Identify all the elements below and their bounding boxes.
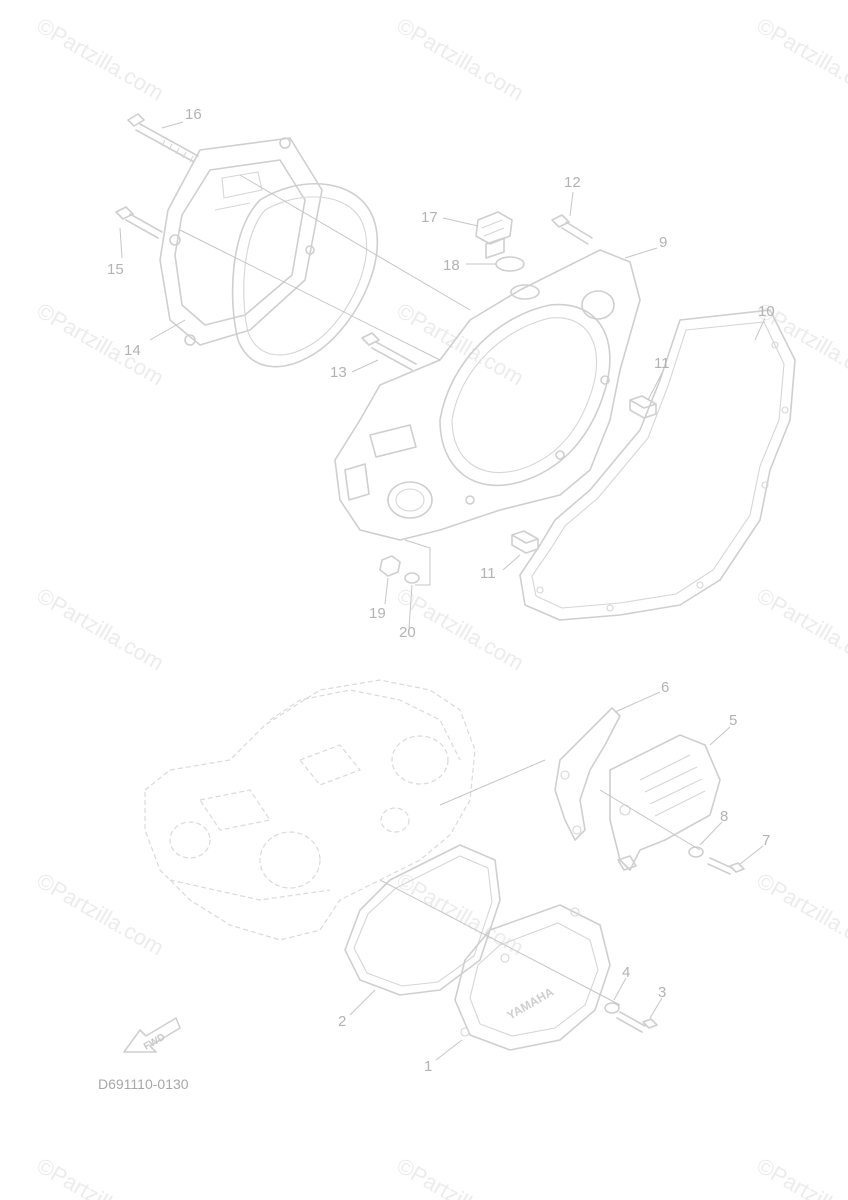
callout-leaders bbox=[119, 121, 766, 1061]
part-13-bolt bbox=[361, 332, 417, 371]
watermark: ©Partzilla.com bbox=[33, 868, 169, 961]
watermark: ©Partzilla.com bbox=[33, 298, 169, 391]
callout-7: 7 bbox=[762, 832, 770, 849]
reference-lines-lower bbox=[379, 759, 701, 1006]
part-18-o-ring bbox=[495, 256, 525, 272]
callout-13: 13 bbox=[330, 364, 347, 381]
part-14-gasket bbox=[231, 182, 379, 368]
callout-12: 12 bbox=[564, 174, 581, 191]
part-2-gasket bbox=[344, 844, 501, 996]
watermark: ©Partzilla.com bbox=[393, 13, 529, 106]
callout-1: 1 bbox=[424, 1058, 432, 1075]
part-15-bolt bbox=[115, 206, 163, 239]
part-4-washer bbox=[604, 1002, 620, 1014]
watermark: ©Partzilla.com bbox=[33, 583, 169, 676]
callout-17: 17 bbox=[421, 209, 438, 226]
watermark: ©Partzilla.com bbox=[753, 13, 848, 106]
part-19-drain-bolt bbox=[379, 555, 401, 577]
part-7-bolt bbox=[707, 857, 745, 875]
reference-lines-upper bbox=[179, 174, 471, 586]
part-14-clutch-cover bbox=[159, 137, 323, 346]
watermark: ©Partzilla.com bbox=[393, 298, 529, 391]
part-9-crankcase-cover bbox=[334, 249, 641, 541]
callout-2: 2 bbox=[338, 1013, 346, 1030]
callout-18: 18 bbox=[443, 257, 460, 274]
callout-3: 3 bbox=[658, 984, 666, 1001]
part-6-guide bbox=[554, 707, 621, 841]
part-8-washer bbox=[688, 846, 704, 858]
diagram-code: D691110-0130 bbox=[98, 1076, 189, 1092]
watermark-layer: ©Partzilla.com ©Partzilla.com ©Partzilla… bbox=[33, 13, 848, 1200]
part-3-bolt bbox=[616, 1011, 658, 1033]
callout-4: 4 bbox=[622, 964, 630, 981]
part-17-oil-cap bbox=[475, 211, 513, 259]
engine-crankcase-outline bbox=[144, 679, 476, 941]
callout-11: 11 bbox=[480, 565, 496, 582]
part-10-gasket bbox=[519, 309, 796, 621]
watermark: ©Partzilla.com bbox=[33, 1153, 169, 1200]
part-12-bolt bbox=[551, 214, 593, 245]
callout-16: 16 bbox=[185, 106, 202, 123]
callout-15: 15 bbox=[107, 261, 124, 278]
callout-labels: 1 2 3 4 5 6 7 8 9 10 11 11 12 13 14 15 1… bbox=[107, 106, 775, 1075]
watermark: ©Partzilla.com bbox=[393, 1153, 529, 1200]
part-20-washer bbox=[404, 572, 420, 584]
part-5-sprocket-cover bbox=[609, 734, 721, 871]
watermark: ©Partzilla.com bbox=[753, 868, 848, 961]
callout-5: 5 bbox=[729, 712, 737, 729]
watermark: ©Partzilla.com bbox=[753, 583, 848, 676]
part-16-bolt bbox=[127, 113, 199, 163]
callout-6: 6 bbox=[661, 679, 669, 696]
part-11-dowel-pin bbox=[511, 530, 539, 554]
fwd-arrow-icon: FWD bbox=[123, 1017, 181, 1053]
callout-9: 9 bbox=[659, 234, 667, 251]
callout-19: 19 bbox=[369, 605, 386, 622]
callout-14: 14 bbox=[124, 342, 141, 359]
watermark: ©Partzilla.com bbox=[753, 1153, 848, 1200]
brand-logo: YAMAHA bbox=[505, 985, 557, 1023]
callout-8: 8 bbox=[720, 808, 728, 825]
callout-10: 10 bbox=[758, 303, 775, 320]
callout-11: 11 bbox=[654, 355, 670, 372]
watermark: ©Partzilla.com bbox=[33, 13, 169, 106]
callout-20: 20 bbox=[399, 624, 416, 641]
